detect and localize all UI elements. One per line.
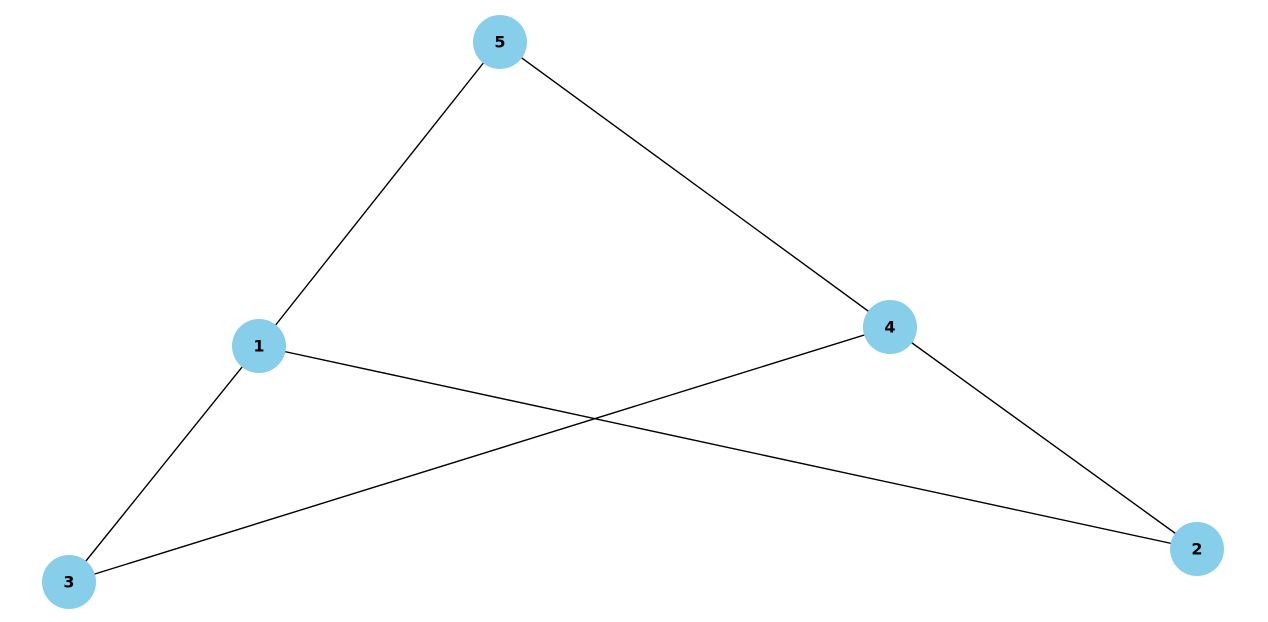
node-1[interactable]: 1 <box>232 319 286 373</box>
edges-layer <box>68 41 1198 583</box>
nodes-layer: 1 2 3 4 5 <box>42 15 1224 609</box>
edge-4-2 <box>889 326 1198 550</box>
node-3-label: 3 <box>63 573 74 592</box>
edge-1-3 <box>68 345 260 583</box>
node-4-label: 4 <box>884 318 895 337</box>
node-1-label: 1 <box>253 337 264 356</box>
node-5-circle <box>473 15 527 69</box>
edge-1-2 <box>258 345 1198 550</box>
node-3[interactable]: 3 <box>42 555 96 609</box>
node-2-circle <box>1170 522 1224 576</box>
node-2-label: 2 <box>1191 540 1202 559</box>
edge-5-4 <box>499 41 891 328</box>
edge-4-3 <box>68 326 891 583</box>
node-5-label: 5 <box>494 33 505 52</box>
node-4[interactable]: 4 <box>863 300 917 354</box>
node-2[interactable]: 2 <box>1170 522 1224 576</box>
edge-1-5 <box>258 41 501 347</box>
node-3-circle <box>42 555 96 609</box>
node-1-circle <box>232 319 286 373</box>
node-5[interactable]: 5 <box>473 15 527 69</box>
node-4-circle <box>863 300 917 354</box>
